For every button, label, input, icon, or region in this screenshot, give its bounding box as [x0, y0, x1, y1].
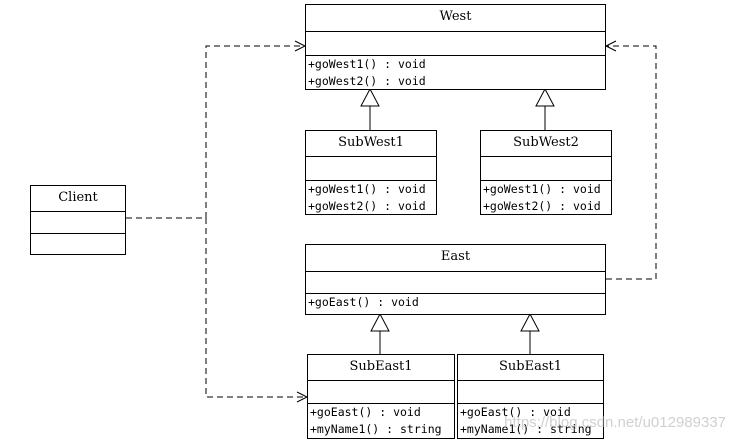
class-subwest2: SubWest2 +goWest1() : void +goWest2() : … — [480, 130, 612, 215]
operations-section — [31, 233, 125, 254]
generalization-arrowhead — [535, 87, 555, 107]
generalization-arrowhead — [520, 312, 540, 332]
generalization-arrowhead — [360, 87, 380, 107]
operations-section: +goWest1() : void +goWest2() : void — [306, 180, 436, 214]
operation: +goWest1() : void — [483, 182, 601, 196]
class-name: East — [440, 249, 471, 264]
arrowhead-open — [604, 40, 617, 52]
dependency-client-west — [126, 45, 305, 219]
operation: +goWest1() : void — [308, 182, 426, 196]
class-subeast1: SubEast1 +goEast() : void +myName1() : s… — [307, 354, 455, 439]
operations-section: +goEast() : void +myName1() : string — [308, 403, 454, 438]
class-name: West — [439, 9, 472, 24]
operation: +goWest2() : void — [483, 199, 601, 213]
operation: +goWest1() : void — [308, 57, 426, 71]
operation: +goEast() : void — [308, 295, 419, 309]
generalization-arrowhead — [370, 312, 390, 332]
operation: +goWest2() : void — [308, 74, 426, 88]
class-name: SubWest2 — [513, 135, 579, 150]
class-name: SubEast1 — [349, 359, 413, 374]
operation: +goEast() : void — [460, 405, 571, 419]
operations-section: +goEast() : void +myName1() : string — [458, 403, 603, 438]
class-name: Client — [58, 190, 98, 205]
operations-section: +goEast() : void — [306, 293, 605, 314]
class-east: East +goEast() : void — [305, 244, 606, 315]
operation: +myName1() : string — [310, 422, 442, 436]
attributes-section — [308, 380, 454, 403]
dependency-client-subeast1 — [205, 218, 307, 398]
attributes-section — [481, 156, 611, 180]
operation: +myName1() : string — [460, 422, 592, 436]
attributes-section — [306, 31, 605, 55]
dependency-east-west — [606, 45, 657, 280]
class-west: West +goWest1() : void +goWest2() : void — [305, 4, 606, 90]
class-name: SubEast1 — [498, 359, 562, 374]
attributes-section — [306, 271, 605, 293]
operations-section: +goWest1() : void +goWest2() : void — [306, 55, 605, 89]
attributes-section — [31, 211, 125, 233]
attributes-section — [458, 380, 603, 403]
class-client: Client — [30, 185, 126, 255]
class-name: SubWest1 — [338, 135, 404, 150]
class-subwest1: SubWest1 +goWest1() : void +goWest2() : … — [305, 130, 437, 215]
operations-section: +goWest1() : void +goWest2() : void — [481, 180, 611, 214]
class-subeast1-second: SubEast1 +goEast() : void +myName1() : s… — [457, 354, 604, 439]
attributes-section — [306, 156, 436, 180]
operation: +goWest2() : void — [308, 199, 426, 213]
operation: +goEast() : void — [310, 405, 421, 419]
